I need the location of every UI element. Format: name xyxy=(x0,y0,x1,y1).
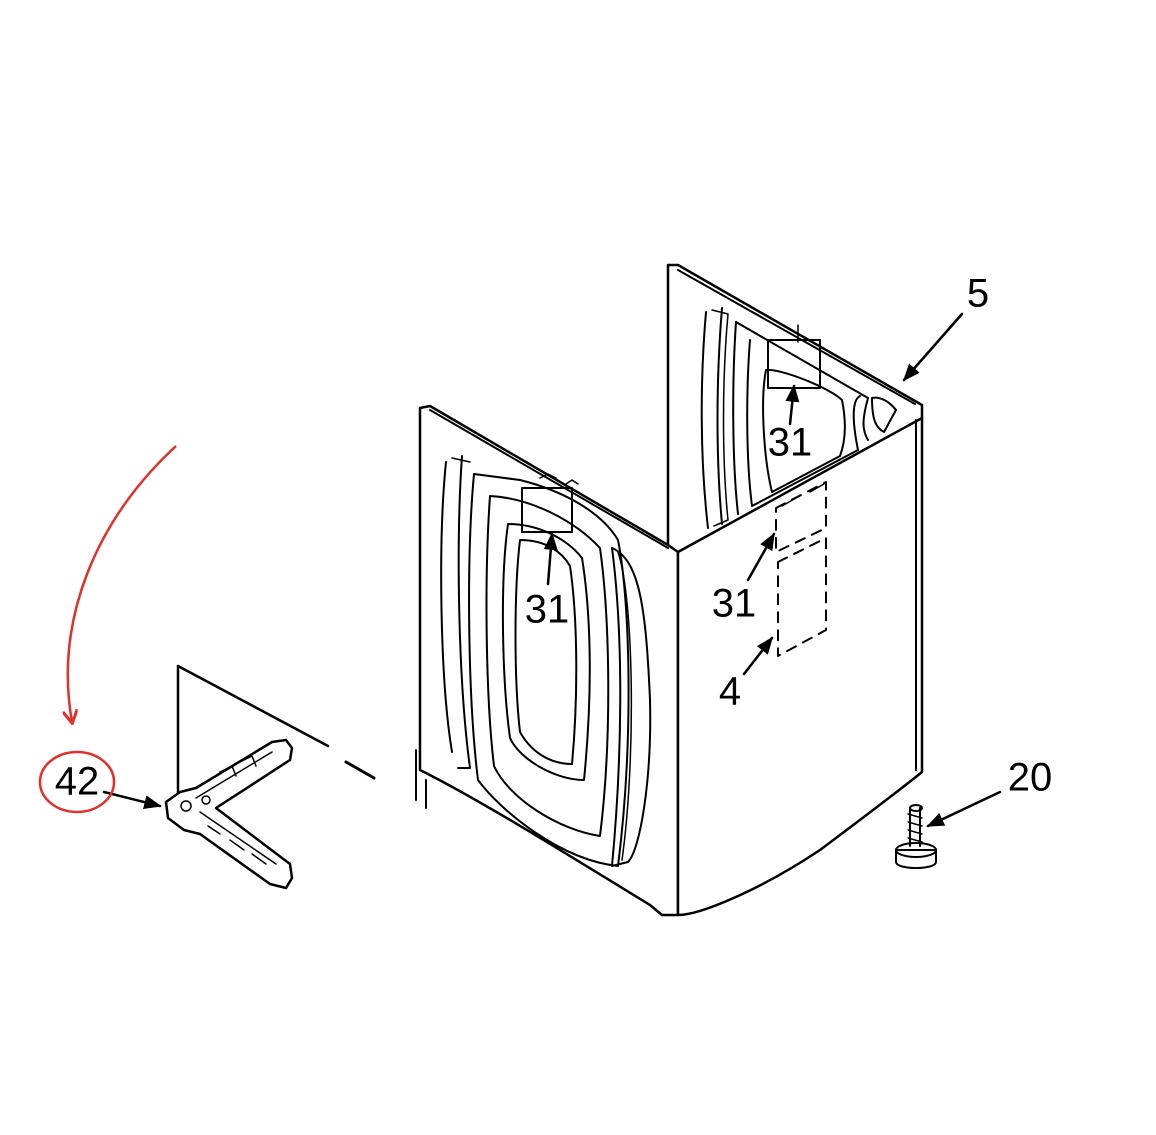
callout-42: 42 xyxy=(55,760,100,804)
leveling-foot xyxy=(895,804,937,869)
leader-arrow-5 xyxy=(902,312,964,382)
leader-arrow-31-top xyxy=(785,384,800,426)
callout-31-top: 31 xyxy=(768,421,813,465)
callout-20: 20 xyxy=(1008,756,1053,800)
cabinet-side-panel xyxy=(676,416,924,917)
callout-4: 4 xyxy=(719,670,741,714)
callout-5: 5 xyxy=(967,272,989,316)
leader-arrow-31-front xyxy=(543,532,558,586)
leader-arrow-31-side xyxy=(746,532,776,582)
leader-arrow-4 xyxy=(742,636,774,676)
callout-31-side: 31 xyxy=(712,582,757,626)
leader-arrow-20 xyxy=(926,790,1002,828)
highlight-circle xyxy=(38,750,116,814)
leader-arrow-42 xyxy=(102,790,162,809)
cabinet-front-panel xyxy=(418,404,680,917)
base-bracket xyxy=(164,664,376,890)
callout-31-front: 31 xyxy=(525,588,570,632)
cabinet-assembly xyxy=(415,263,924,917)
highlight-arrow xyxy=(68,445,177,722)
